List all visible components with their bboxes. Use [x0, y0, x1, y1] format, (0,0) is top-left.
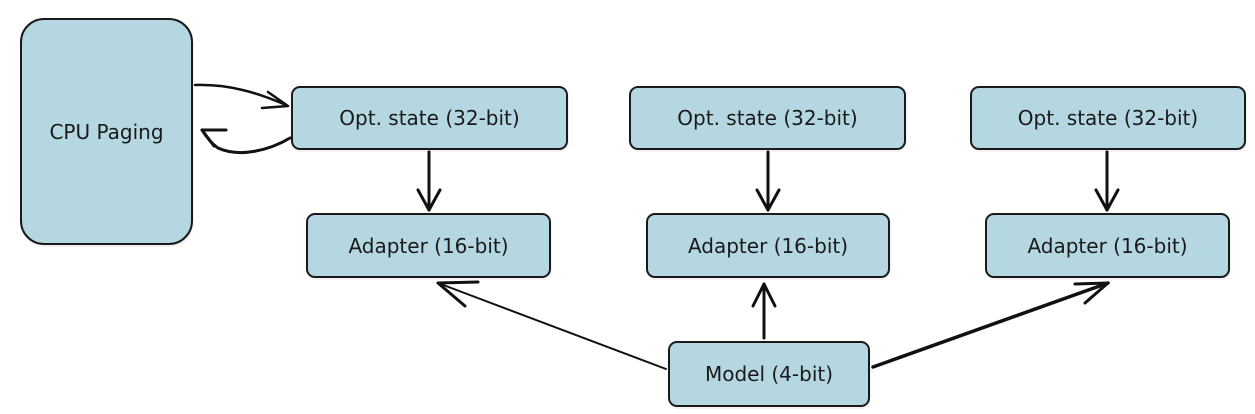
adapter-label-1: Adapter (16-bit) [348, 233, 509, 258]
model-label: Model (4-bit) [704, 362, 834, 386]
model-node: Model (4-bit) [668, 341, 870, 407]
cpu-paging-label: CPU Paging [49, 119, 164, 144]
arrowhead-opt-state-2-to-adapter-2 [755, 188, 781, 212]
arrowhead-cpu-to-opt-state-1 [260, 90, 290, 110]
opt-state-node-1: Opt. state (32-bit) [291, 86, 568, 150]
edge-model-to-adapter-1 [437, 282, 667, 370]
adapter-node-2: Adapter (16-bit) [646, 213, 890, 278]
arrowhead-model-to-adapter-1 [436, 280, 480, 308]
arrowhead-model-to-adapter-3 [1073, 281, 1110, 305]
opt-state-label-1: Opt. state (32-bit) [339, 106, 520, 130]
adapter-label-3: Adapter (16-bit) [1027, 233, 1188, 258]
opt-state-label-2: Opt. state (32-bit) [677, 106, 858, 130]
edge-opt-state-1-to-cpu [200, 128, 292, 155]
opt-state-node-3: Opt. state (32-bit) [970, 86, 1246, 150]
edge-model-to-adapter-3 [871, 281, 1110, 369]
adapter-node-1: Adapter (16-bit) [306, 213, 551, 278]
opt-state-label-3: Opt. state (32-bit) [1017, 106, 1199, 130]
cpu-paging-node: CPU Paging [20, 18, 193, 245]
arrowhead-model-to-adapter-2 [751, 282, 777, 308]
adapter-label-2: Adapter (16-bit) [687, 233, 849, 258]
opt-state-node-2: Opt. state (32-bit) [629, 86, 906, 150]
adapter-node-3: Adapter (16-bit) [985, 213, 1230, 278]
arrowhead-opt-state-1-to-cpu [200, 128, 228, 148]
edge-cpu-to-opt-state-1 [193, 83, 288, 107]
arrowhead-opt-state-1-to-adapter-1 [416, 188, 442, 212]
arrowhead-opt-state-3-to-adapter-3 [1094, 188, 1120, 212]
